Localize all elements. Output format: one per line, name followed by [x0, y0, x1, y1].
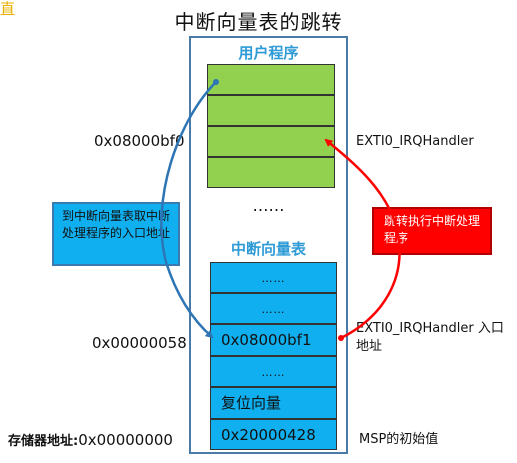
base-address-value: 0x00000000	[78, 431, 173, 449]
fetch-vector-callout: 到中断向量表取中断处理程序的入口地址	[52, 202, 180, 266]
corner-glyph: 直	[0, 0, 16, 18]
base-address-prefix: 存储器地址:	[8, 434, 79, 449]
user-program-block-2	[207, 95, 335, 126]
fetch-arrow	[160, 81, 217, 339]
jump-arrow-start	[338, 335, 344, 341]
fetch-arrow-start	[213, 79, 219, 85]
vector-row-dots-1: ……	[210, 262, 337, 293]
jump-arrow	[324, 138, 401, 340]
handler-label: EXTI0_IRQHandler	[356, 134, 474, 149]
diagram-title: 中断向量表的跳转	[174, 10, 343, 34]
vector-row-msp: 0x20000428	[210, 419, 337, 450]
user-program-label: 用户程序	[238, 44, 299, 62]
memory-gap-dots: ……	[252, 196, 285, 215]
vector-row-exti0: 0x08000bf1	[210, 324, 337, 356]
vector-entry-address: 0x00000058	[92, 334, 187, 352]
base-address-label: 存储器地址:0x00000000	[8, 430, 173, 449]
vector-row-reset: 复位向量	[210, 387, 337, 419]
msp-label: MSP的初始值	[359, 432, 439, 447]
user-program-address: 0x08000bf0	[94, 132, 185, 150]
jump-handler-callout: 跳转执行中断处理程序	[372, 207, 492, 255]
vector-entry-note: EXTI0_IRQHandler 入口地址	[356, 321, 504, 354]
vector-table-label: 中断向量表	[230, 240, 306, 258]
vector-row-dots-3: ……	[210, 356, 337, 387]
vector-row-dots-2: ……	[210, 293, 337, 324]
user-program-block-3	[207, 126, 335, 157]
user-program-block-4	[207, 157, 335, 188]
user-program-block-1	[207, 64, 335, 95]
